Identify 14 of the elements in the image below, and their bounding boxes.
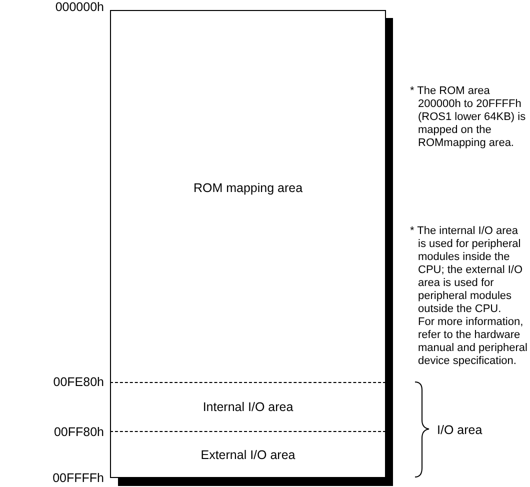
footnote: * The internal I/O area is used for peripheral modules inside the CPU; the external I/O area is used for peripheral modules outside the CPU. [410,225,524,316]
address-label: 00FFFFh [52,471,104,485]
address-label: 00FF80h [54,425,104,439]
region-label: ROM mapping area [193,181,303,195]
address-label: 00FE80h [53,375,104,389]
footnote: * The ROM area 200000h to 20FFFFh (ROS1 lower 64KB) is mapped on the ROMmapping area. [410,85,527,150]
memory-region [110,383,386,432]
range-label: I/O area [437,423,482,437]
footnote: For more information, refer to the hardware manual and peripheral device specification. [417,316,528,368]
region-label: Internal I/O area [202,400,294,414]
address-label: 000000h [55,0,104,14]
region-label: External I/O area [200,448,296,462]
memory-region [110,10,386,383]
memory-region [110,432,386,478]
